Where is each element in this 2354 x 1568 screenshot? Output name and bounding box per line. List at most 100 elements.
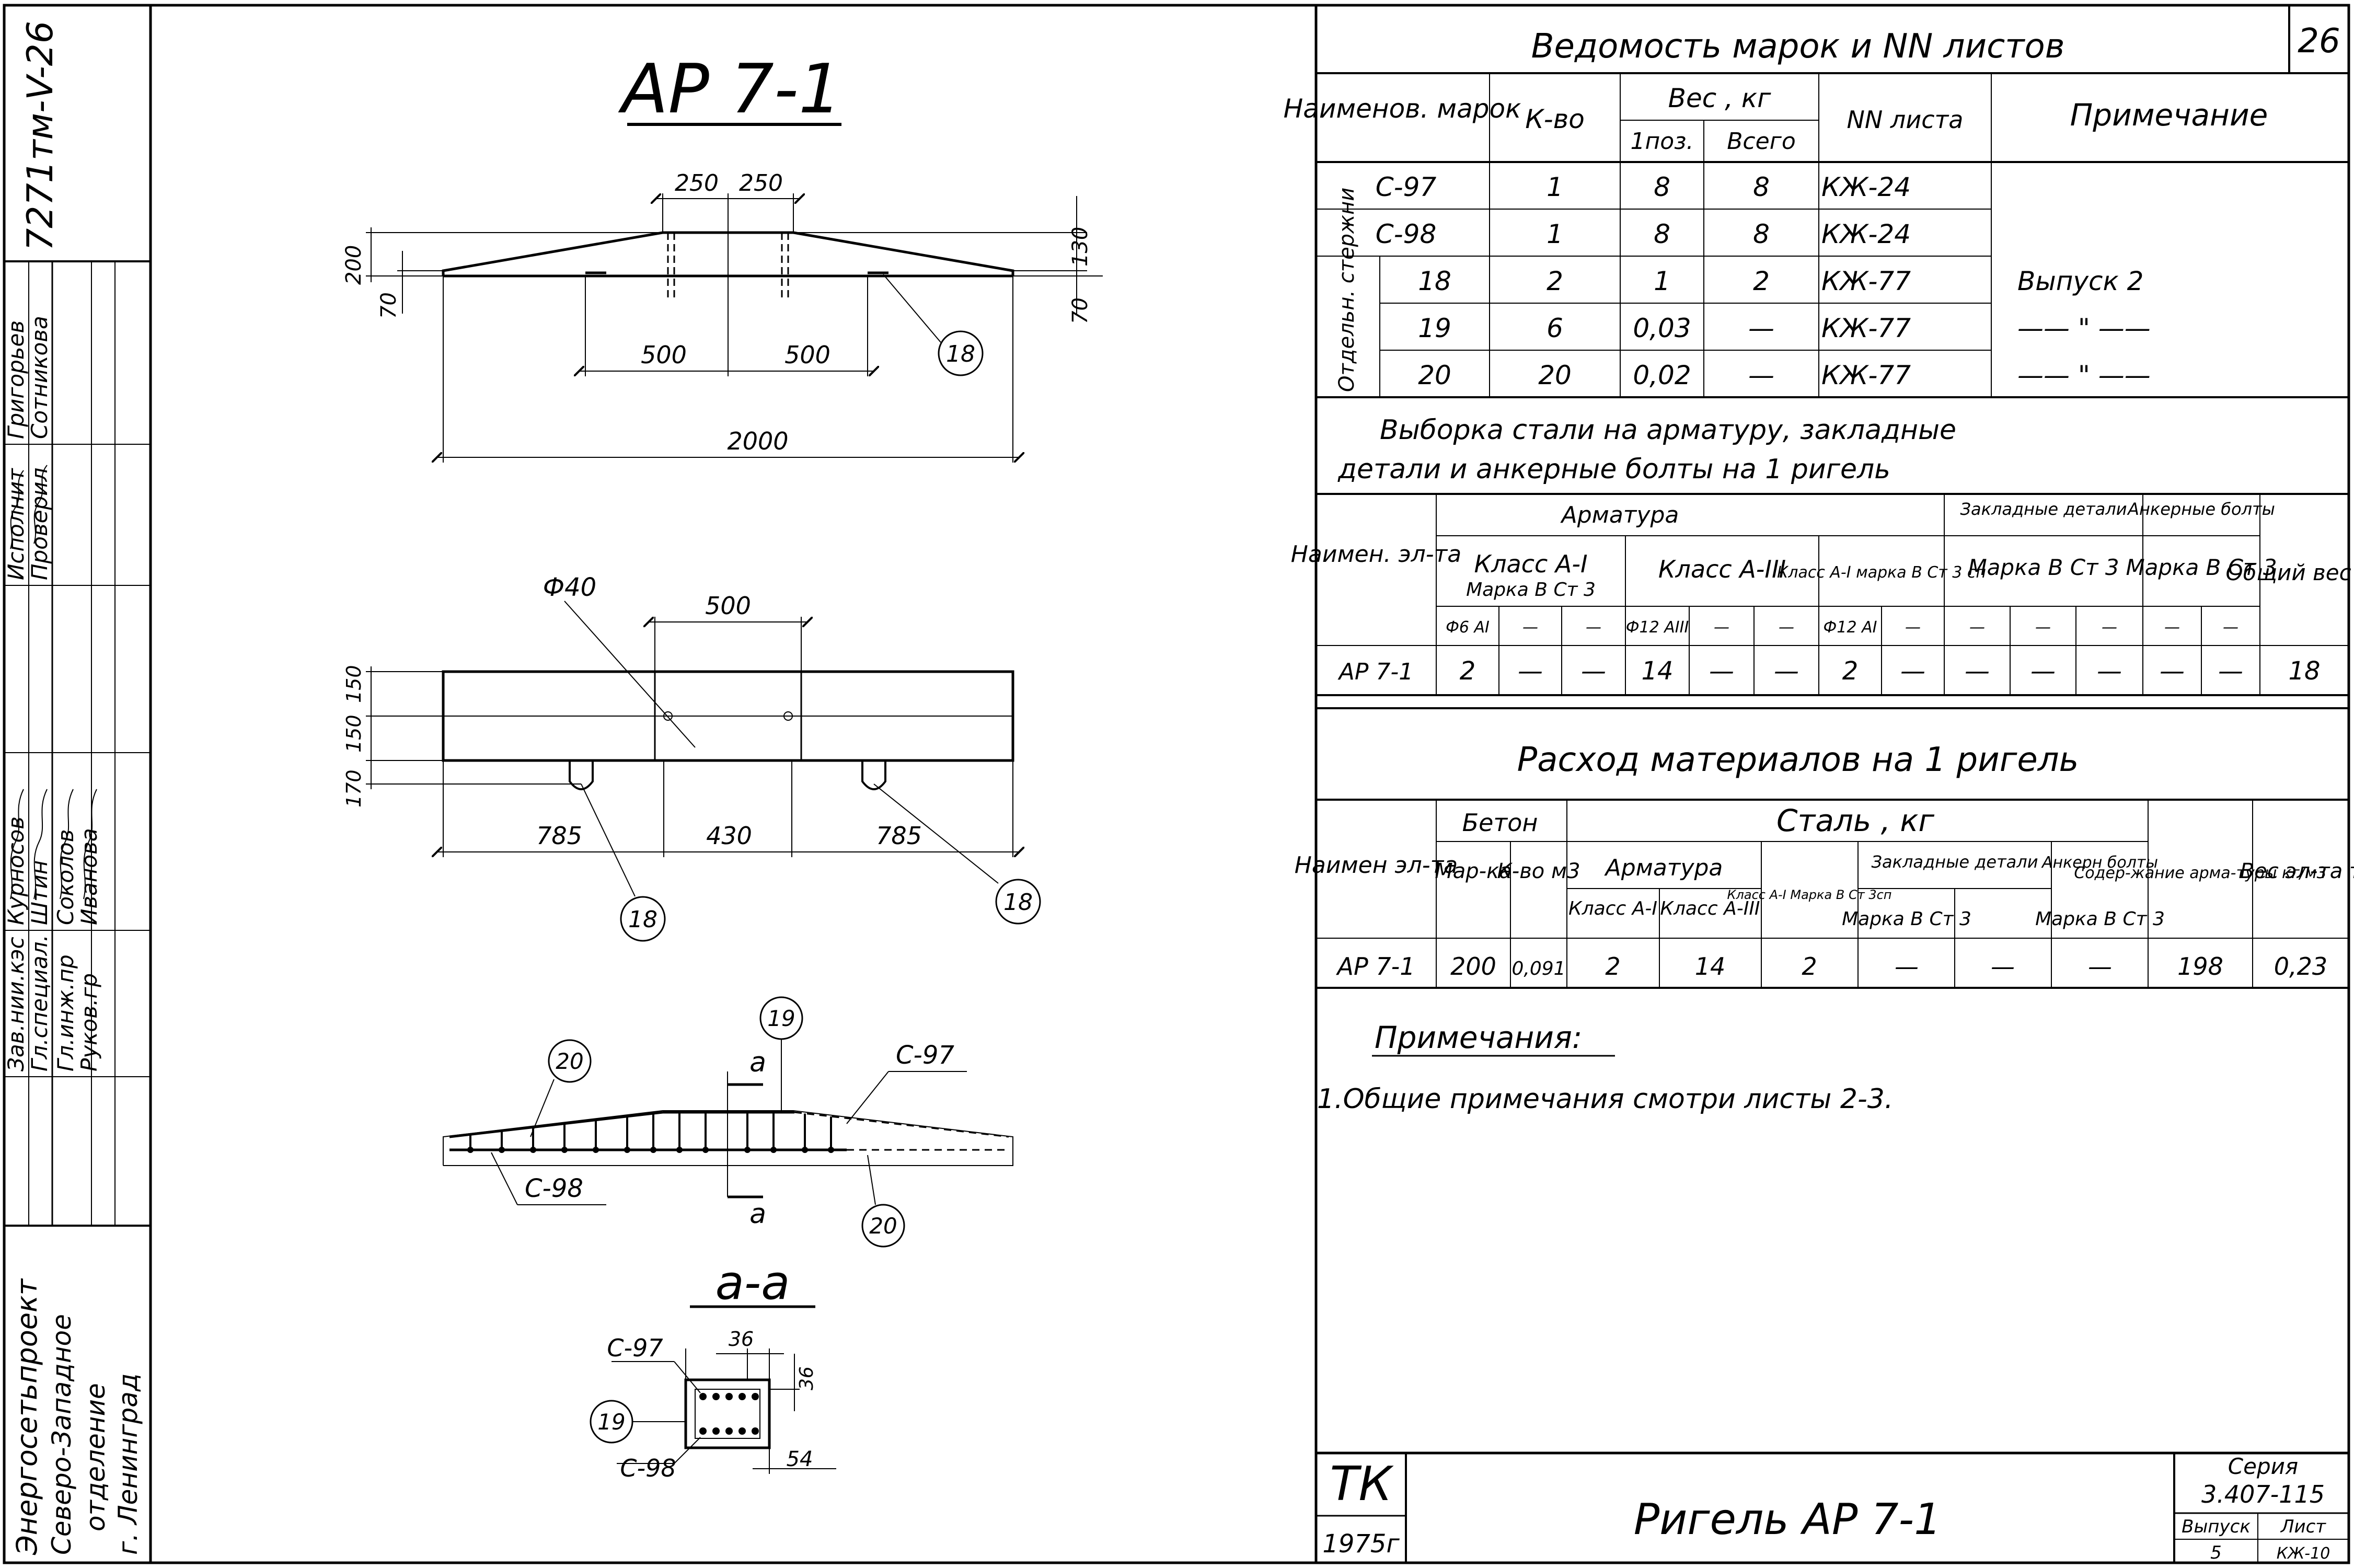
mat-h-weight: Вес эл-та т — [2240, 859, 2354, 883]
marks-row-note: —— " —— — [2017, 313, 2151, 343]
steel-subcols — [1498, 606, 2202, 695]
stamp-name-4: Штин — [27, 860, 52, 925]
dim-170: 170 — [342, 769, 365, 808]
dim-785-a: 785 — [536, 822, 582, 850]
material-row-cell: 0,23 — [2274, 952, 2327, 981]
stamp-name-6: Иванова — [76, 828, 102, 925]
elevation-view: 250 250 200 70 130 70 500 500 2000 18 — [342, 170, 1103, 463]
marks-h-name: Наименов. марок — [1284, 94, 1521, 124]
notes-title: Примечания: — [1375, 1020, 1582, 1055]
marks-row-name: С-97 — [1376, 172, 1437, 202]
steel-h-arm: Арматура — [1560, 502, 1679, 528]
dim-250-a: 250 — [675, 170, 719, 197]
material-table: Расход материалов на 1 ригель Наимен эл-… — [1295, 707, 2354, 989]
marks-row-note: —— " —— — [2017, 360, 2151, 390]
rebar-dot — [467, 1147, 474, 1153]
stamp-name-2: Сотникова — [27, 316, 52, 439]
dim-130: 130 — [1068, 227, 1092, 267]
dim-54: 54 — [787, 1447, 813, 1471]
stamp-code: 7271тм-V-26 — [20, 21, 61, 251]
mat-h-anc-m: Марка В Ст 3 — [2035, 908, 2165, 930]
section-bar-bottom — [738, 1427, 746, 1435]
dim-2000: 2000 — [727, 427, 788, 455]
material-row-cell: АР 7-1 — [1336, 952, 1415, 981]
tb-issue-label: Выпуск — [2182, 1516, 2251, 1537]
steel-diam-cell: — — [2102, 618, 2117, 637]
marks-row-w1: 1 — [1654, 266, 1670, 296]
section-bar-top — [699, 1393, 707, 1400]
rebar-layout: а а 20 19 20 С-97 С-98 — [443, 996, 1013, 1248]
section-bar-top — [712, 1393, 720, 1400]
mat-h-a1sp: Класс А-I Марка В Ст 3сп — [1727, 887, 1892, 902]
section-bar-top — [738, 1393, 746, 1400]
dim-430: 430 — [706, 822, 752, 850]
marks-row-name: 19 — [1418, 313, 1451, 343]
marks-row-w1: 8 — [1654, 219, 1670, 249]
tb-year: 1975г — [1322, 1529, 1400, 1559]
steel-row-cell: — — [1581, 656, 1606, 686]
steel-diam-cell: Ф6 AI — [1446, 618, 1490, 637]
steel-row-cell: — — [2097, 656, 2122, 686]
material-row-cell: 14 — [1695, 952, 1726, 981]
dim-200: 200 — [342, 245, 366, 285]
dim-500-plan: 500 — [705, 592, 751, 620]
stamp-org-2: Северо-Западное — [47, 1314, 77, 1555]
section-bar-bottom — [752, 1427, 759, 1435]
tb-sheet-label: Лист — [2280, 1516, 2326, 1537]
rebar-dot — [650, 1147, 656, 1153]
material-row-cell: 2 — [1605, 952, 1620, 981]
steel-diam-cell: — — [1522, 618, 1538, 637]
dim-500-b: 500 — [784, 341, 830, 369]
marks-group-label: Отдельн. стержни — [1335, 188, 1359, 392]
marks-row-note: Выпуск 2 — [2017, 266, 2143, 296]
title-block: ТК 1975г Ригель АР 7-1 Серия 3.407-115 В… — [1316, 1451, 2349, 1563]
stamp-org-3: отделение — [80, 1383, 111, 1531]
dim-phi40: Ф40 — [543, 573, 596, 602]
material-row-cell: 2 — [1802, 952, 1817, 981]
marks-row-sheet: КЖ-77 — [1821, 313, 1911, 343]
left-stamp: 7271тм-V-26 Исполнит Проверил Зав.нии.кэ… — [3, 21, 151, 1555]
material-row-cell: 200 — [1450, 952, 1496, 981]
rebar-dot — [593, 1147, 599, 1153]
dim-150-b: 150 — [342, 714, 365, 753]
callout-18-plan-b: 18 — [1003, 889, 1033, 916]
marks-row-name: С-98 — [1376, 219, 1437, 249]
rebar-dot — [561, 1147, 568, 1153]
marks-row-qty: 2 — [1547, 266, 1563, 296]
stamp-name-1: Григорьев — [3, 320, 29, 439]
steel-row-name: АР 7-1 — [1337, 659, 1413, 685]
steel-row-cell: 2 — [1842, 656, 1859, 686]
steel-row-cell: — — [1709, 656, 1734, 686]
marks-row-name: 20 — [1418, 360, 1451, 390]
rebar-dot — [624, 1147, 630, 1153]
rebar-dot — [802, 1147, 808, 1153]
dim-250-b: 250 — [739, 170, 783, 197]
marks-row-sheet: КЖ-24 — [1821, 172, 1911, 202]
signature-5 — [60, 789, 74, 900]
steel-row-cell: 2 — [1460, 656, 1476, 686]
mat-h-content: Содер-жание арма-туры кг/м3 — [2074, 864, 2326, 882]
stamp-role-5: Гл.инж.пр — [53, 954, 78, 1071]
steel-h-emb: Закладные детали — [1960, 499, 2127, 519]
stamp-name-5: Соколов — [53, 829, 78, 925]
steel-diam-cell: — — [1586, 618, 1601, 637]
marks-h-weight: Вес , кг — [1668, 83, 1771, 113]
mat-h-anc: Анкерн болты — [2041, 854, 2158, 872]
section-a-a: а-а 36 36 54 С-97 С-98 19 — [590, 1255, 836, 1482]
marks-row-wall: 8 — [1753, 172, 1770, 202]
callout-19: 19 — [767, 1006, 795, 1031]
callout-18-plan-a: 18 — [628, 906, 657, 933]
steel-h-anc-m: Марка В Ст 3 — [2126, 555, 2277, 580]
section-bar-bottom — [725, 1427, 733, 1435]
section-label-c97: С-97 — [607, 1334, 663, 1362]
steel-h-total: Общий вес кг — [2226, 560, 2354, 585]
rebar-dot — [770, 1147, 777, 1153]
section-mark-top: а — [749, 1047, 766, 1078]
rebar-dot — [744, 1147, 751, 1153]
marks-row-sheet: КЖ-24 — [1821, 219, 1911, 249]
steel-row-cell: — — [1900, 656, 1925, 686]
marks-h-w1: 1поз. — [1630, 128, 1693, 155]
marks-row-wall: — — [1748, 313, 1774, 343]
section-label-c98: С-98 — [620, 1454, 676, 1482]
